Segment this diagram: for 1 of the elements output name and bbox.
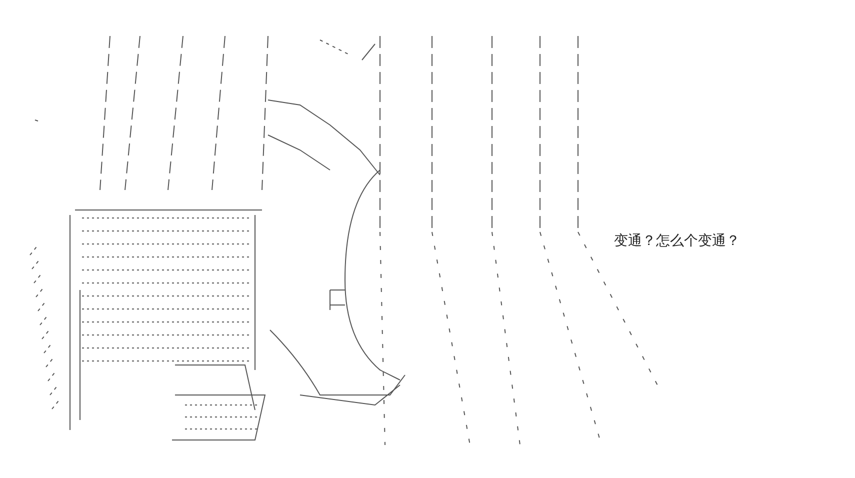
speech-text: 变通？怎么个变通？ — [614, 232, 740, 250]
